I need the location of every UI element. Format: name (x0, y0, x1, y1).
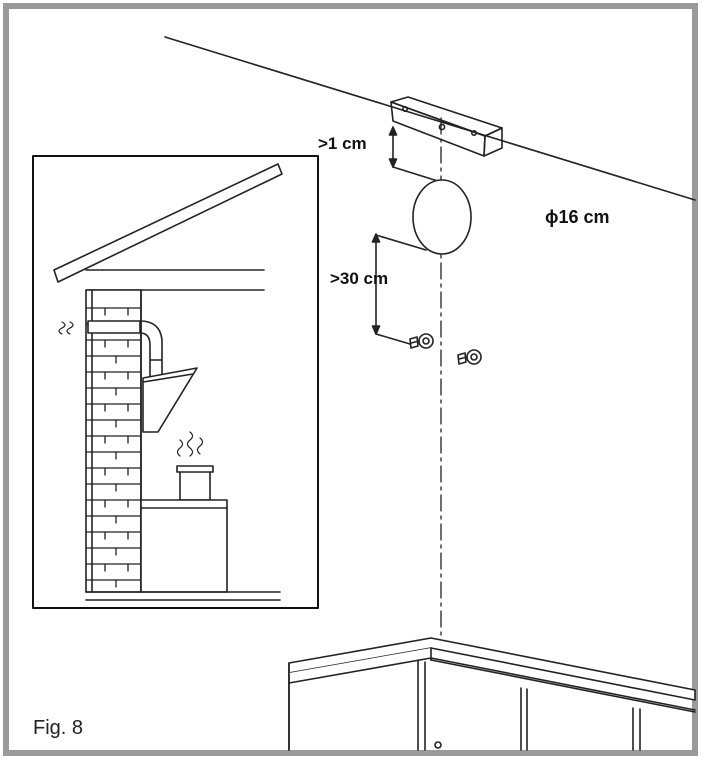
screw-right (457, 349, 482, 365)
inset-roof (53, 163, 283, 283)
inset-brick-wall (85, 289, 142, 593)
bracket-gap-label: >1 cm (318, 134, 367, 153)
inset-pot (176, 431, 214, 501)
mounting-bracket (390, 96, 503, 157)
inset-fumes-left (58, 321, 74, 335)
inset-hood (142, 367, 198, 433)
screw-left (409, 333, 434, 349)
ceiling-line (164, 36, 696, 201)
duct-outline (412, 179, 472, 255)
screw-gap-label: >30 cm (330, 269, 389, 288)
inset-counter (140, 499, 228, 593)
inset-duct (87, 320, 163, 379)
figure-caption: Fig. 8 (33, 717, 84, 739)
duct-diameter-label: ϕ16 cm (545, 207, 610, 227)
screw-gap-dimension (371, 233, 427, 345)
wall-cabinet (288, 637, 696, 751)
bracket-gap-dimension (388, 126, 442, 183)
inset-detail (32, 155, 319, 609)
